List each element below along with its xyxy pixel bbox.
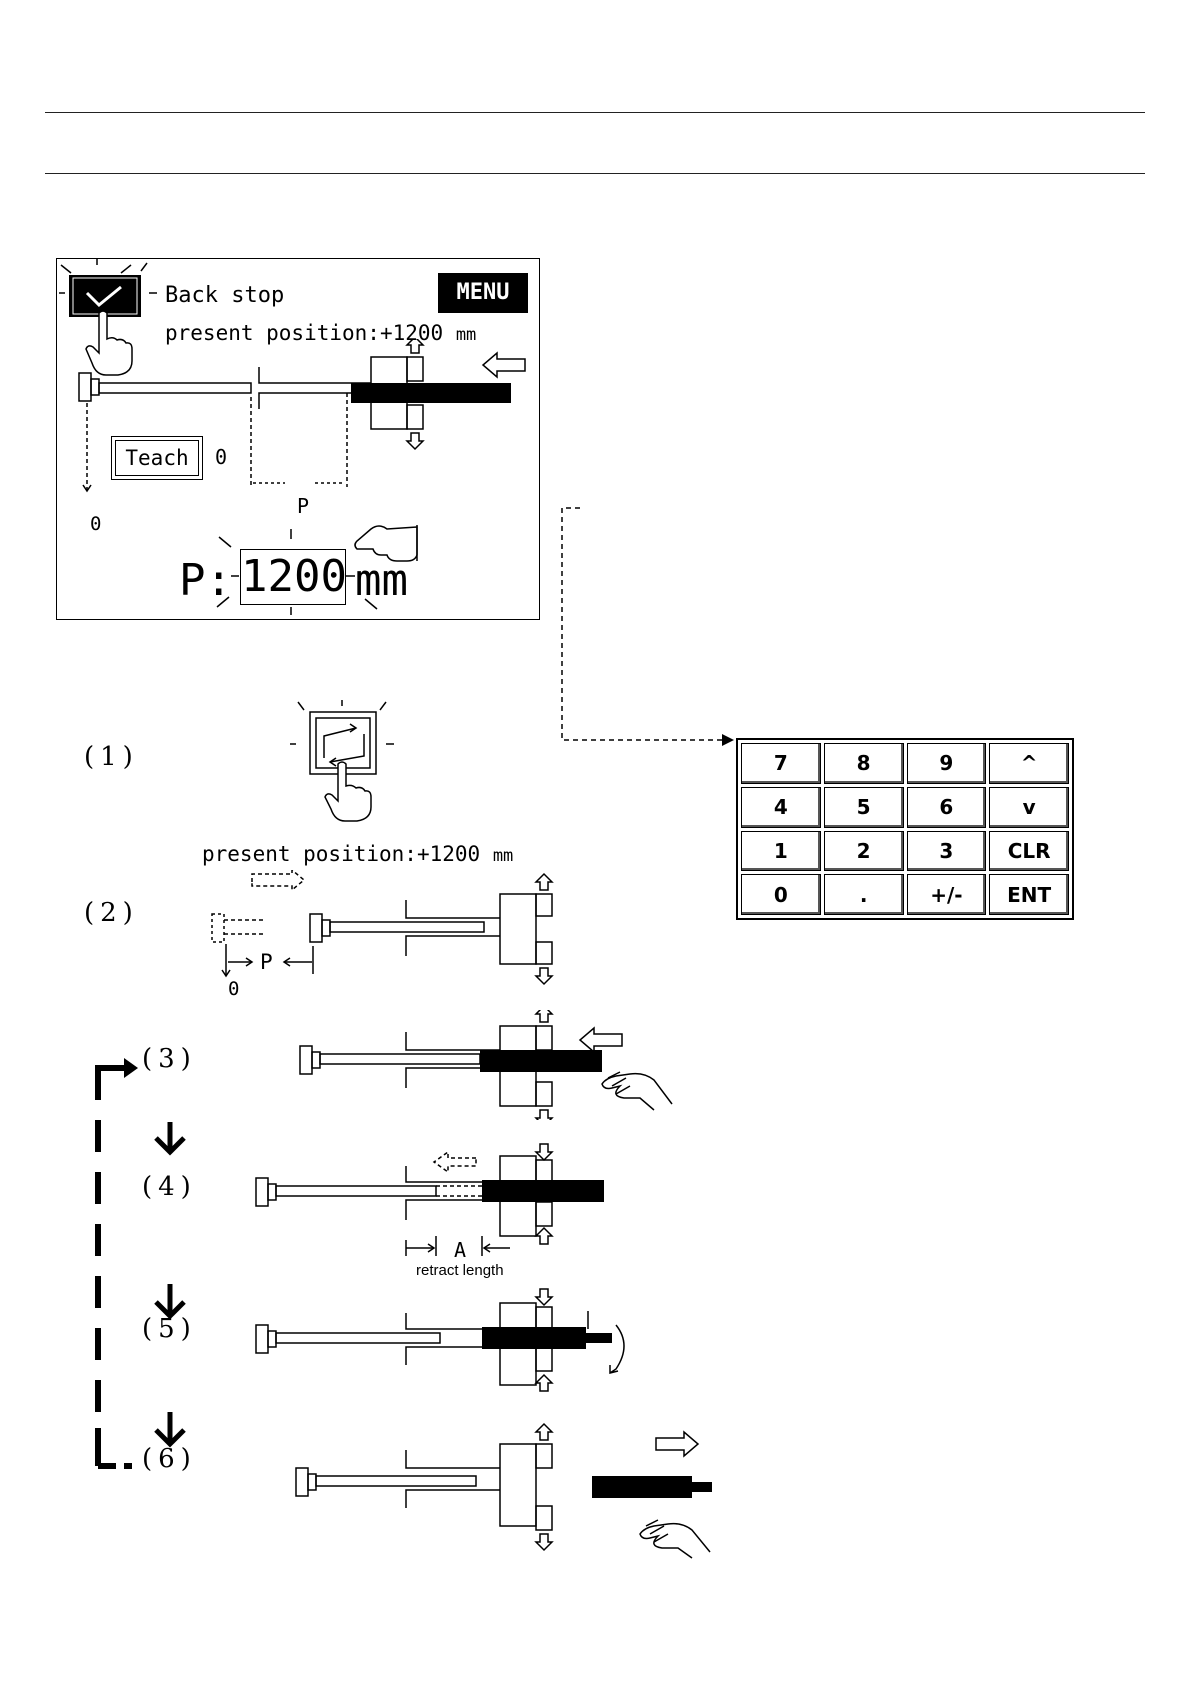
step2-zero-label: 0 [228,978,239,1000]
cycle-loop-arrow [80,1040,200,1480]
connector-arrow [550,500,740,750]
step3-diagram [290,1010,680,1120]
key-8[interactable]: 8 [824,743,904,784]
step1-position-readout: present position:+1200 mm [202,842,513,866]
screen-title: Back stop [165,283,284,308]
p-dimension-label: P [297,494,309,518]
step6-diagram [290,1420,720,1560]
step5-diagram [250,1285,650,1405]
hand-pointing-icon [347,521,421,571]
key-0[interactable]: 0 [741,874,821,915]
step2-diagram [200,870,580,1000]
teach-icon [290,700,400,830]
teach-button[interactable]: Teach [115,440,199,476]
step2-p-label: P [260,950,273,974]
step1-position-unit: mm [493,846,513,866]
header-rule-top [45,112,1145,113]
step4-diagram [250,1140,620,1270]
step-1-label: (1) [84,742,139,772]
key-1[interactable]: 1 [741,831,821,872]
teach-value: 0 [215,445,227,469]
step4-retract-caption: retract length [416,1262,504,1279]
key-ent[interactable]: ENT [989,874,1069,915]
key-dot[interactable]: . [824,874,904,915]
zero-label: 0 [90,513,101,535]
key-2[interactable]: 2 [824,831,904,872]
step4-a-label: A [454,1238,466,1262]
numeric-keypad: 7 8 9 ^ 4 5 6 v 1 2 3 CLR 0 . +/- ENT [736,738,1074,920]
key-6[interactable]: 6 [907,787,987,828]
menu-button[interactable]: MENU [438,273,528,313]
down-arrow-icon [156,1122,184,1444]
step1-position-value: +1200 [417,842,480,866]
key-sign[interactable]: +/- [907,874,987,915]
backstop-screen: Back stop MENU present position:+1200 mm… [56,258,540,620]
key-5[interactable]: 5 [824,787,904,828]
key-7[interactable]: 7 [741,743,821,784]
key-down[interactable]: v [989,787,1069,828]
key-clr[interactable]: CLR [989,831,1069,872]
key-9[interactable]: 9 [907,743,987,784]
step-2-label: (2) [84,898,139,928]
step1-position-label: present position: [202,842,417,866]
key-3[interactable]: 3 [907,831,987,872]
key-up[interactable]: ^ [989,743,1069,784]
key-4[interactable]: 4 [741,787,821,828]
header-rule-bottom [45,173,1145,174]
